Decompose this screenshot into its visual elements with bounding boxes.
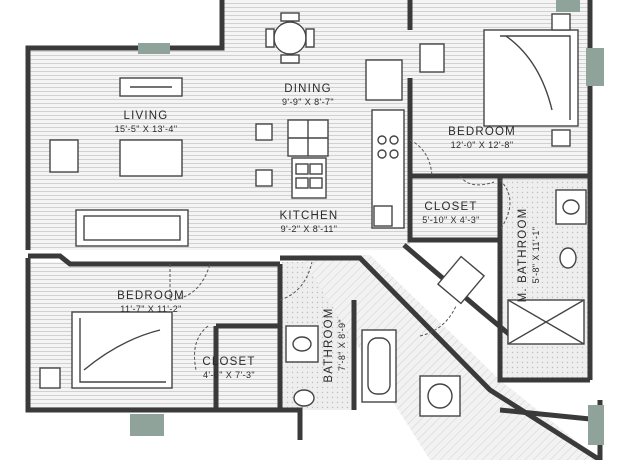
bed-2 <box>71 311 173 389</box>
bed-1 <box>483 29 579 127</box>
dining-label: DINING <box>284 83 331 95</box>
dining-table <box>265 12 315 64</box>
bedroom-2-nightstand <box>39 367 61 389</box>
bathroom-vanity <box>285 325 319 363</box>
bathroom-fixtures <box>285 325 397 407</box>
wall-m-bathroom <box>497 173 590 383</box>
walls <box>25 0 603 460</box>
m-bathroom-vanity <box>555 189 587 225</box>
wall-bathroom <box>277 264 357 410</box>
closet-2-floor <box>216 326 278 408</box>
living-dimensions: 15'-5" X 13'-4" <box>115 124 178 134</box>
kitchen-counter <box>365 59 405 229</box>
door-bedroom-2 <box>169 263 211 301</box>
door-m-bathroom <box>499 179 511 231</box>
door-bedroom-1 <box>409 139 433 177</box>
window-southeast <box>588 405 604 445</box>
door-closet-2 <box>194 325 209 371</box>
diagonal-wall-north <box>280 255 602 460</box>
sofa <box>75 209 189 247</box>
bedroom-1-dimensions: 12'-0" X 12'-8" <box>451 140 514 150</box>
washer-dryer <box>419 375 461 417</box>
closet-2-dimensions: 4'-0" X 7'-3" <box>203 370 255 380</box>
m-bathroom-fixtures <box>507 189 587 345</box>
kitchen-label: KITCHEN <box>280 210 339 222</box>
closet-1-floor <box>410 178 498 240</box>
dining-dimensions: 9'-9" X 8'-7" <box>282 97 334 107</box>
hallway-floor <box>300 255 600 460</box>
bathroom-toilet <box>293 389 315 407</box>
bedroom-2-dimensions: 11'-7" X 11'-2" <box>120 304 182 314</box>
door-bathroom <box>279 261 313 301</box>
kitchen-island <box>287 119 329 199</box>
living-label: LIVING <box>124 110 169 122</box>
windows <box>130 0 604 445</box>
window-living <box>138 43 170 54</box>
window-bedroom-1-side <box>586 48 604 86</box>
diagonal-wall-south <box>402 243 512 337</box>
armchair <box>49 139 79 173</box>
bar-stools <box>255 123 273 187</box>
kitchen-dimensions: 9'-2" X 8'-11" <box>281 224 338 234</box>
exterior-wall-living <box>25 0 225 250</box>
bathroom-label: BATHROOM <box>323 307 335 382</box>
closet-1-dimensions: 5'-10" X 4'-3" <box>422 215 479 225</box>
entry-bench <box>436 255 486 305</box>
door-closet-1 <box>459 175 495 186</box>
bathroom-tub <box>361 329 397 403</box>
window-bedroom-1-top <box>556 0 580 12</box>
tv-console <box>119 77 183 97</box>
closet-1-label: CLOSET <box>424 201 477 213</box>
m-bathroom-toilet <box>559 247 577 269</box>
wall-living-bedroom-2 <box>28 253 280 267</box>
bathroom-dimensions: 7'-8" X 8'-9" <box>337 319 347 371</box>
window-bedroom-2 <box>130 414 164 436</box>
bedroom-2-label: BEDROOM <box>117 290 185 302</box>
doors <box>169 139 511 371</box>
closet-2-label: CLOSET <box>202 356 255 368</box>
room-labels: DINING 9'-9" X 8'-7" LIVING 15'-5" X 13'… <box>115 83 541 383</box>
m-bathroom-dimensions: 5'-8" X 11'-1" <box>531 227 541 284</box>
bedroom-1-nightstands <box>419 13 571 147</box>
m-bathroom-label: M. BATHROOM <box>517 208 529 303</box>
exterior-wall-bedroom-2 <box>25 258 303 440</box>
coffee-table <box>119 139 183 177</box>
furniture <box>39 12 587 417</box>
wall-closet-2 <box>213 323 278 408</box>
bedroom-1-label: BEDROOM <box>448 126 516 138</box>
